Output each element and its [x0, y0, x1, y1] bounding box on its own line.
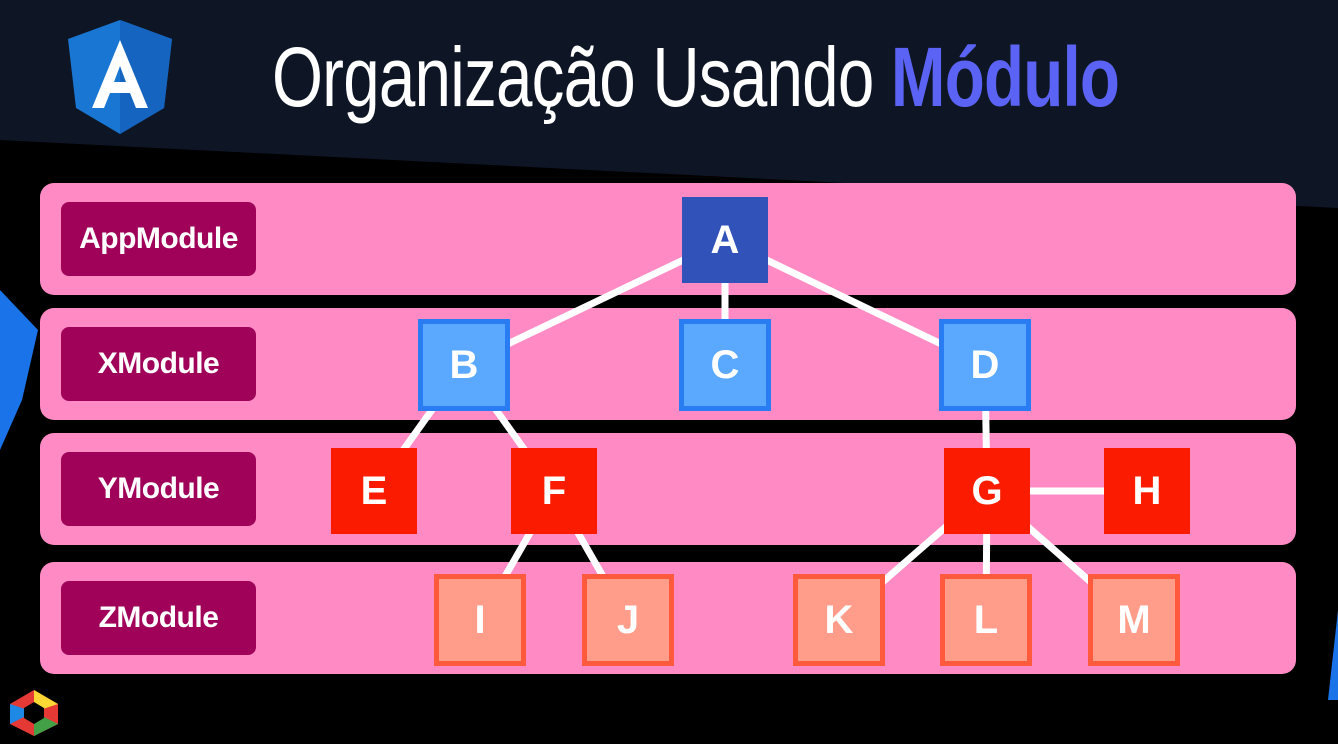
left-decor-shape [0, 290, 38, 450]
module-label-z: ZModule [61, 581, 256, 655]
node-i: I [434, 574, 526, 666]
node-d: D [939, 319, 1031, 411]
node-c: C [679, 319, 771, 411]
module-label-app: AppModule [61, 202, 256, 276]
node-e: E [331, 448, 417, 534]
node-a: A [682, 197, 768, 283]
title-prefix: Organização Usando [272, 30, 874, 124]
node-m: M [1088, 574, 1180, 666]
node-g: G [944, 448, 1030, 534]
angular-logo-icon [68, 20, 172, 134]
module-row-app: AppModule [40, 183, 1296, 295]
node-h: H [1104, 448, 1190, 534]
module-label-y: YModule [61, 452, 256, 526]
node-j: J [582, 574, 674, 666]
title-highlight: Módulo [890, 30, 1120, 124]
slide-title: Organização Usando Módulo [272, 22, 1120, 132]
node-l: L [940, 574, 1032, 666]
channel-logo-icon [10, 690, 58, 736]
node-f: F [511, 448, 597, 534]
node-b: B [418, 319, 510, 411]
node-k: K [793, 574, 885, 666]
right-decor-shape [1328, 610, 1338, 700]
module-label-x: XModule [61, 327, 256, 401]
title-band [0, 0, 1338, 208]
module-row-x: XModule [40, 308, 1296, 420]
